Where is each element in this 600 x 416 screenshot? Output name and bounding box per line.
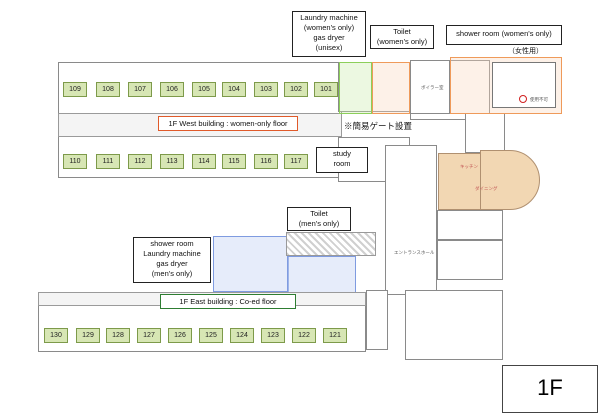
room-128: 128	[106, 328, 130, 343]
men-shower-area	[213, 236, 289, 292]
room-116: 116	[254, 154, 278, 169]
no-use-label: 使用不可	[530, 97, 548, 102]
room-108: 108	[96, 82, 120, 97]
lower-right-block	[437, 210, 503, 240]
men-toilet-area	[287, 256, 356, 296]
room-106: 106	[160, 82, 184, 97]
room-122: 122	[292, 328, 316, 343]
room-109: 109	[63, 82, 87, 97]
room-112: 112	[128, 154, 152, 169]
men-hatched-area	[286, 232, 376, 256]
callout-shower-men: shower room Laundry machine gas dryer (m…	[133, 237, 211, 283]
right-block	[465, 113, 505, 153]
room-117: 117	[284, 154, 308, 169]
management-room	[405, 290, 503, 360]
room-114: 114	[192, 154, 216, 169]
room-110: 110	[63, 154, 87, 169]
callout-west-building: 1F West building : women-only floor	[158, 116, 298, 131]
room-121: 121	[323, 328, 347, 343]
boiler-room	[410, 60, 450, 114]
room-130: 130	[44, 328, 68, 343]
room-111: 111	[96, 154, 120, 169]
callout-shower-women: shower room (women's only)	[446, 25, 562, 45]
dining-round-end	[480, 150, 540, 210]
room-115: 115	[222, 154, 246, 169]
women-laundry-area	[339, 62, 372, 114]
lower-right-block-2	[437, 240, 503, 280]
room-104: 104	[222, 82, 246, 97]
room-129: 129	[76, 328, 100, 343]
room-107: 107	[128, 82, 152, 97]
kitchen-label: キッチン	[460, 164, 478, 169]
room-126: 126	[168, 328, 192, 343]
entrance-label: エントランスホール	[394, 250, 435, 255]
dining-label: ダイニング	[475, 186, 498, 191]
floor-badge: 1F	[502, 365, 598, 413]
gate-note: ※簡易ゲート設置	[344, 121, 413, 131]
callout-study-room: study room	[316, 147, 368, 173]
room-105: 105	[192, 82, 216, 97]
room-102: 102	[284, 82, 308, 97]
room-113: 113	[160, 154, 184, 169]
room-101: 101	[314, 82, 338, 97]
room-125: 125	[199, 328, 223, 343]
callout-laundry-women: Laundry machine (women's only) gas dryer…	[292, 11, 366, 57]
women-only-jp-note: （女性用）	[508, 48, 543, 55]
women-toilet-area	[372, 62, 410, 114]
callout-east-building: 1F East building : Co-ed floor	[160, 294, 296, 309]
callout-toilet-women: Toilet (women's only)	[370, 25, 434, 49]
room-127: 127	[137, 328, 161, 343]
room-103: 103	[254, 82, 278, 97]
room-124: 124	[230, 328, 254, 343]
boiler-room-label: ボイラー室	[421, 85, 444, 90]
callout-toilet-men: Toilet (men's only)	[287, 207, 351, 231]
east-stair	[366, 290, 388, 350]
room-123: 123	[261, 328, 285, 343]
center-stack	[385, 145, 437, 295]
no-entry-icon	[519, 95, 527, 103]
west-annex	[338, 62, 410, 112]
